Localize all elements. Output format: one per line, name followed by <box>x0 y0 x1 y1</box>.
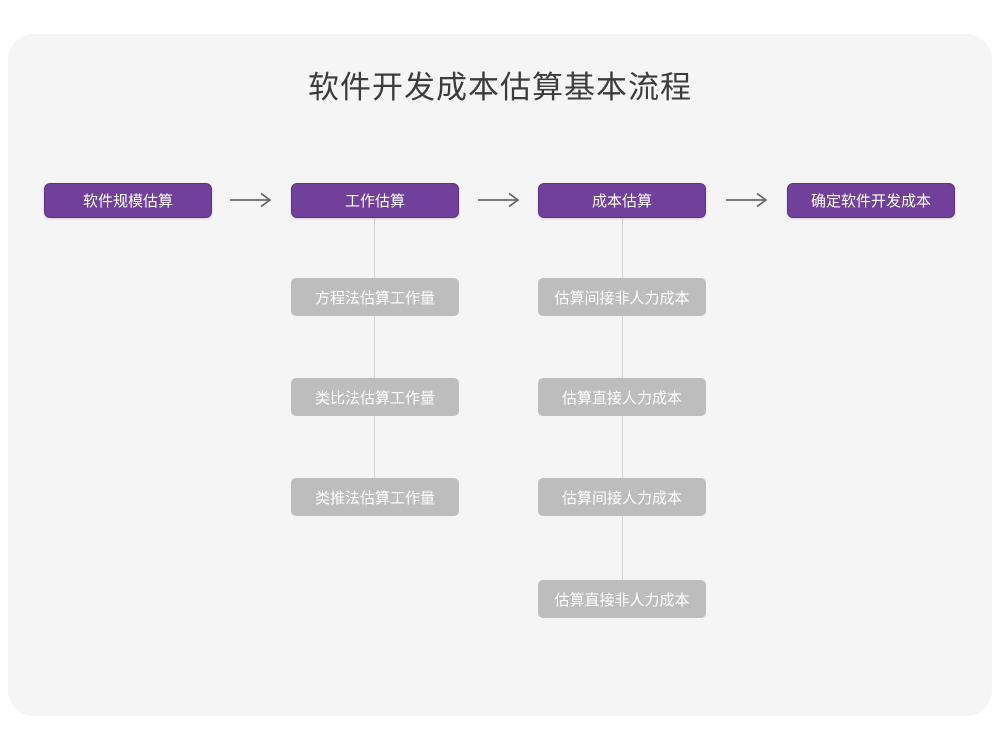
diagram-card <box>8 34 992 716</box>
sub-node-equation-method[interactable]: 方程法估算工作量 <box>291 278 459 316</box>
sub-node-label: 类比法估算工作量 <box>314 389 435 407</box>
flow-node-label: 确定软件开发成本 <box>810 193 931 210</box>
sub-node-label: 方程法估算工作量 <box>314 289 435 307</box>
connector-line-cost-estimation <box>622 216 623 618</box>
flow-node-cost-estimation[interactable]: 成本估算 <box>538 183 706 218</box>
flow-node-label: 工作估算 <box>344 193 405 210</box>
sub-node-label: 估算间接人力成本 <box>561 489 682 507</box>
flow-node-label: 成本估算 <box>591 193 652 210</box>
sub-node-label: 估算直接非人力成本 <box>554 591 690 609</box>
sub-node-indirect-nonlabor-cost[interactable]: 估算间接非人力成本 <box>538 278 706 316</box>
sub-node-direct-nonlabor-cost[interactable]: 估算直接非人力成本 <box>538 580 706 618</box>
arrow-right-icon <box>230 192 274 208</box>
arrow-right-icon <box>478 192 522 208</box>
sub-node-label: 估算直接人力成本 <box>561 389 682 407</box>
sub-node-indirect-labor-cost[interactable]: 估算间接人力成本 <box>538 478 706 516</box>
flow-node-determine-development-cost[interactable]: 确定软件开发成本 <box>787 183 955 218</box>
flow-node-label: 软件规模估算 <box>82 193 173 210</box>
arrow-right-icon <box>726 192 770 208</box>
sub-node-label: 类推法估算工作量 <box>314 489 435 507</box>
page-title: 软件开发成本估算基本流程 <box>308 70 692 105</box>
flow-node-software-scale-estimation[interactable]: 软件规模估算 <box>44 183 212 218</box>
connector-line-work-estimation <box>374 216 375 516</box>
sub-node-analogy-method[interactable]: 类比法估算工作量 <box>291 378 459 416</box>
sub-node-direct-labor-cost[interactable]: 估算直接人力成本 <box>538 378 706 416</box>
sub-node-label: 估算间接非人力成本 <box>554 289 690 307</box>
sub-node-inference-method[interactable]: 类推法估算工作量 <box>291 478 459 516</box>
flow-node-work-estimation[interactable]: 工作估算 <box>291 183 459 218</box>
